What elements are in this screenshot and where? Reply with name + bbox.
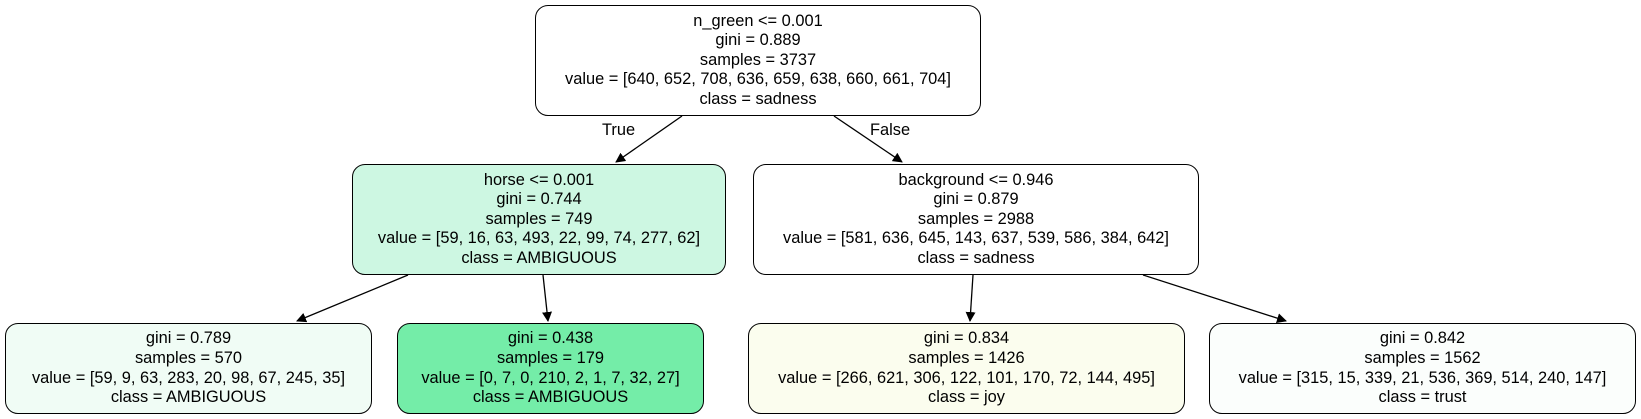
- edge-left-to-left-left: [296, 274, 409, 323]
- node-samples-label: samples = 1562: [1364, 348, 1481, 367]
- tree-leaf-right-right: gini = 0.842 samples = 1562 value = [315…: [1209, 323, 1636, 414]
- edge-right-to-right-left: [965, 274, 976, 322]
- node-gini-label: gini = 0.889: [715, 31, 801, 50]
- tree-node-left: horse <= 0.001 gini = 0.744 samples = 74…: [352, 164, 726, 275]
- node-value-label: value = [581, 636, 645, 143, 637, 539, 5…: [783, 229, 1169, 248]
- node-samples-label: samples = 179: [496, 348, 605, 367]
- node-gini-label: gini = 0.879: [933, 190, 1019, 209]
- node-value-label: value = [266, 621, 306, 122, 101, 170, 7…: [778, 368, 1155, 387]
- edge-label-false: False: [870, 121, 911, 139]
- node-split-label: background <= 0.946: [898, 170, 1054, 189]
- node-value-label: value = [59, 9, 63, 283, 20, 98, 67, 245…: [31, 368, 346, 387]
- node-class-label: class = sadness: [699, 89, 817, 108]
- tree-node-root: n_green <= 0.001 gini = 0.889 samples = …: [535, 5, 981, 116]
- edge-right-to-right-right: [1142, 274, 1287, 324]
- node-gini-label: gini = 0.744: [496, 190, 582, 209]
- node-gini-label: gini = 0.842: [1379, 329, 1466, 348]
- edge-root-to-right: [833, 115, 903, 163]
- tree-leaf-left-left: gini = 0.789 samples = 570 value = [59, …: [5, 323, 372, 414]
- edge-label-true: True: [602, 121, 636, 139]
- node-class-label: class = AMBIGUOUS: [461, 248, 617, 267]
- node-split-label: horse <= 0.001: [483, 170, 595, 189]
- node-samples-label: samples = 570: [134, 348, 243, 367]
- node-value-label: value = [640, 652, 708, 636, 659, 638, 6…: [565, 70, 951, 89]
- node-samples-label: samples = 2988: [917, 209, 1035, 228]
- node-class-label: class = AMBIGUOUS: [110, 388, 267, 407]
- node-samples-label: samples = 1426: [908, 348, 1025, 367]
- node-value-label: value = [0, 7, 0, 210, 2, 1, 7, 32, 27]: [421, 368, 680, 387]
- tree-leaf-left-right: gini = 0.438 samples = 179 value = [0, 7…: [397, 323, 704, 414]
- node-class-label: class = sadness: [917, 248, 1035, 267]
- node-class-label: class = AMBIGUOUS: [472, 388, 629, 407]
- node-samples-label: samples = 749: [485, 209, 593, 228]
- node-split-label: n_green <= 0.001: [693, 11, 823, 30]
- edge-left-to-left-right: [542, 274, 552, 322]
- edge-root-to-left: [615, 115, 683, 163]
- node-class-label: class = joy: [928, 388, 1005, 407]
- node-samples-label: samples = 3737: [699, 50, 817, 69]
- node-gini-label: gini = 0.834: [923, 329, 1010, 348]
- node-gini-label: gini = 0.438: [507, 329, 594, 348]
- node-value-label: value = [315, 15, 339, 21, 536, 369, 514…: [1238, 368, 1607, 387]
- node-value-label: value = [59, 16, 63, 493, 22, 99, 74, 27…: [377, 229, 701, 248]
- tree-leaf-right-left: gini = 0.834 samples = 1426 value = [266…: [748, 323, 1185, 414]
- node-gini-label: gini = 0.789: [145, 329, 232, 348]
- tree-node-right: background <= 0.946 gini = 0.879 samples…: [753, 164, 1199, 275]
- node-class-label: class = trust: [1378, 388, 1467, 407]
